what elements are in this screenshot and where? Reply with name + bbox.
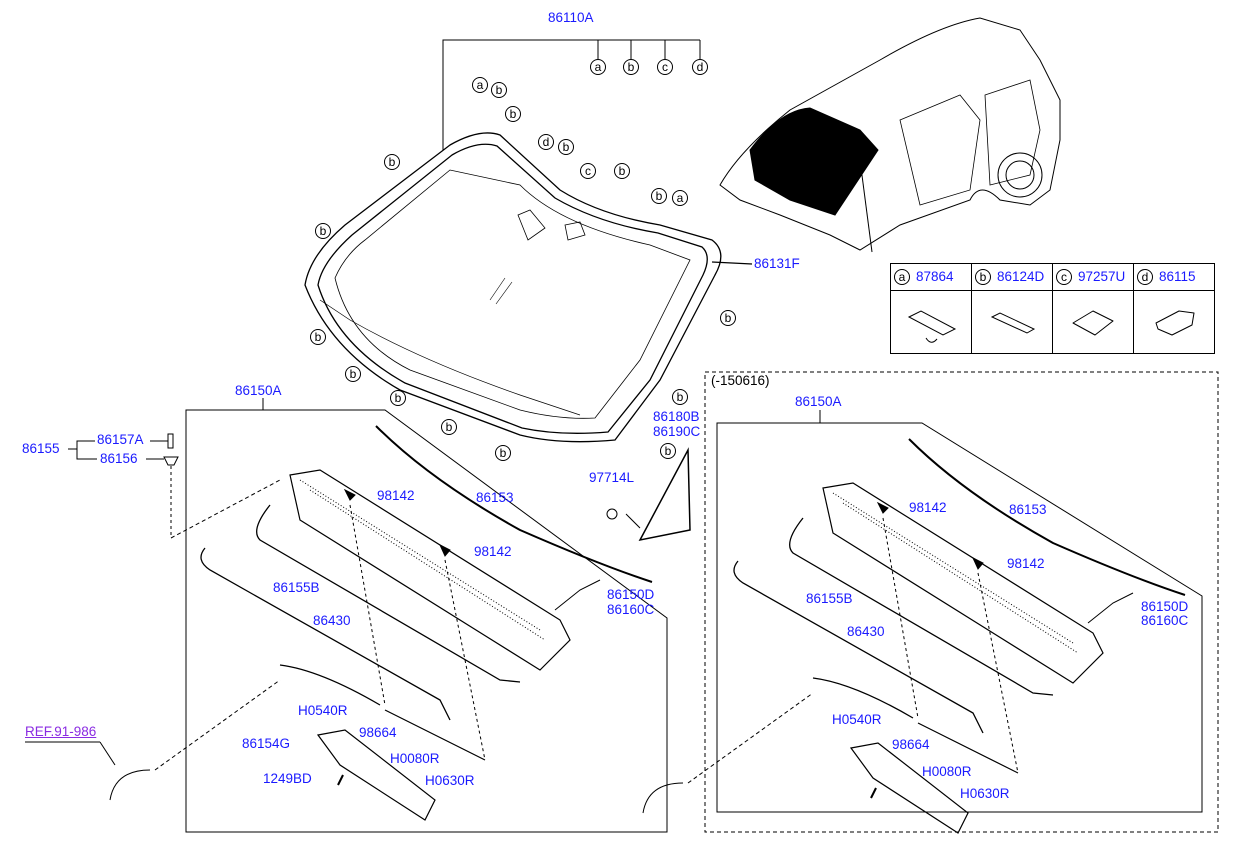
nozzle-r1-label[interactable]: 98142 (909, 500, 947, 515)
vehicle-illustration (719, 17, 1061, 253)
legend-part-number[interactable]: 97257U (1078, 268, 1126, 284)
callout-b-marker: b (384, 154, 400, 170)
connector-r-label[interactable]: 98664 (892, 737, 930, 752)
legend-part-number[interactable]: 87864 (916, 268, 954, 284)
seal-r-label[interactable]: 86155B (806, 591, 853, 606)
legend-header-b: b 86124D (971, 263, 1053, 291)
legend-header-c: c 97257U (1052, 263, 1134, 291)
legend-part-number[interactable]: 86115 (1159, 268, 1196, 284)
quarter-glass-b-label[interactable]: 86180B (653, 409, 700, 424)
callout-b-marker: b (623, 59, 639, 75)
clip-group-label[interactable]: 86155 (22, 441, 60, 456)
glass-label[interactable]: 86131F (754, 256, 800, 271)
callout-c-marker: c (580, 163, 596, 179)
hose3-l-label[interactable]: H0630R (425, 773, 475, 788)
hose3-r-label[interactable]: H0630R (960, 786, 1010, 801)
callout-b-marker: b (614, 163, 630, 179)
fastener-a-icon (907, 310, 957, 343)
callout-b-marker: b (505, 106, 521, 122)
nozzle-l1-label[interactable]: 98142 (377, 488, 415, 503)
clip-86156-icon (163, 456, 179, 466)
retainer-icon (606, 508, 618, 520)
callout-a-marker: a (672, 190, 688, 206)
nozzle-r2-label[interactable]: 98142 (1007, 556, 1045, 571)
legend-header-a: a 87864 (890, 263, 972, 291)
callout-b-marker: b (491, 82, 507, 98)
hose2-r-label[interactable]: H0080R (922, 764, 972, 779)
callout-c-marker: c (657, 59, 673, 75)
connector-l-label[interactable]: 98664 (359, 725, 397, 740)
hose1-r-label[interactable]: H0540R (832, 712, 882, 727)
hose2-l-label[interactable]: H0080R (390, 751, 440, 766)
legend-letter: d (1137, 269, 1153, 286)
callout-a-marker: a (590, 59, 606, 75)
side-d-r-label[interactable]: 86150D (1141, 599, 1189, 614)
right-group-frame (716, 422, 1203, 813)
clip-a-label[interactable]: 86157A (97, 432, 144, 447)
panel-l-label[interactable]: 86430 (313, 613, 351, 628)
callout-d-marker: d (692, 59, 708, 75)
cover-label[interactable]: 86154G (242, 736, 291, 751)
windshield-glass-drawing (304, 132, 753, 443)
bolt-label[interactable]: 1249BD (263, 771, 312, 786)
clip-b-label[interactable]: 86156 (100, 451, 138, 466)
callout-d-marker: d (538, 134, 554, 150)
callout-b-marker: b (390, 390, 406, 406)
fastener-c-icon (1072, 310, 1114, 336)
callout-b-marker: b (558, 139, 574, 155)
side-c-r-label[interactable]: 86160C (1141, 613, 1189, 628)
legend-header-d: d 86115 (1133, 263, 1215, 291)
legend-image-c (1052, 290, 1134, 354)
legend-image-a (890, 290, 972, 354)
assembly-windshield-label[interactable]: 86110A (548, 10, 594, 25)
side-d-l-label[interactable]: 86150D (607, 587, 655, 602)
legend-letter: c (1056, 269, 1072, 286)
right-variant-frame (704, 371, 1219, 833)
fastener-b-icon (990, 312, 1036, 334)
callout-b-marker: b (660, 443, 676, 459)
assembly-bracket (442, 39, 701, 150)
retainer-label[interactable]: 97714L (589, 470, 635, 485)
weatherstrip-r-label[interactable]: 86153 (1009, 502, 1047, 517)
callout-b-marker: b (315, 223, 331, 239)
quarter-glass-drawing (638, 447, 691, 542)
side-c-l-label[interactable]: 86160C (607, 602, 655, 617)
reference-label[interactable]: REF.91-986 (25, 724, 97, 739)
cowl-assy-right-label[interactable]: 86150A (795, 394, 842, 409)
callout-a-marker: a (472, 77, 488, 93)
legend-image-b (971, 290, 1053, 354)
legend-image-d (1133, 290, 1215, 354)
callout-b-marker: b (651, 188, 667, 204)
panel-r-label[interactable]: 86430 (847, 624, 885, 639)
legend-part-number[interactable]: 86124D (997, 268, 1045, 284)
callout-b-marker: b (720, 310, 736, 326)
period-note-text: (-150616) (711, 373, 770, 388)
cowl-assembly-drawing (109, 425, 653, 821)
legend-letter: b (975, 269, 991, 286)
quarter-glass-c-label[interactable]: 86190C (653, 424, 701, 439)
clip-86157a-icon (167, 433, 174, 449)
weatherstrip-l-label[interactable]: 86153 (476, 490, 514, 505)
callout-b-marker: b (672, 389, 688, 405)
callout-b-marker: b (345, 366, 361, 382)
fastener-legend-table: a 87864 b 86124D c 97257U d 86115 (890, 263, 1215, 354)
callout-b-marker: b (495, 445, 511, 461)
left-group-frame (185, 409, 668, 833)
legend-letter: a (894, 269, 910, 286)
callout-b-marker: b (310, 329, 326, 345)
seal-l-label[interactable]: 86155B (273, 580, 320, 595)
callout-b-marker: b (441, 419, 457, 435)
nozzle-l2-label[interactable]: 98142 (474, 544, 512, 559)
fastener-d-icon (1155, 310, 1195, 336)
cowl-assy-left-label[interactable]: 86150A (235, 383, 282, 398)
hose1-l-label[interactable]: H0540R (298, 703, 348, 718)
